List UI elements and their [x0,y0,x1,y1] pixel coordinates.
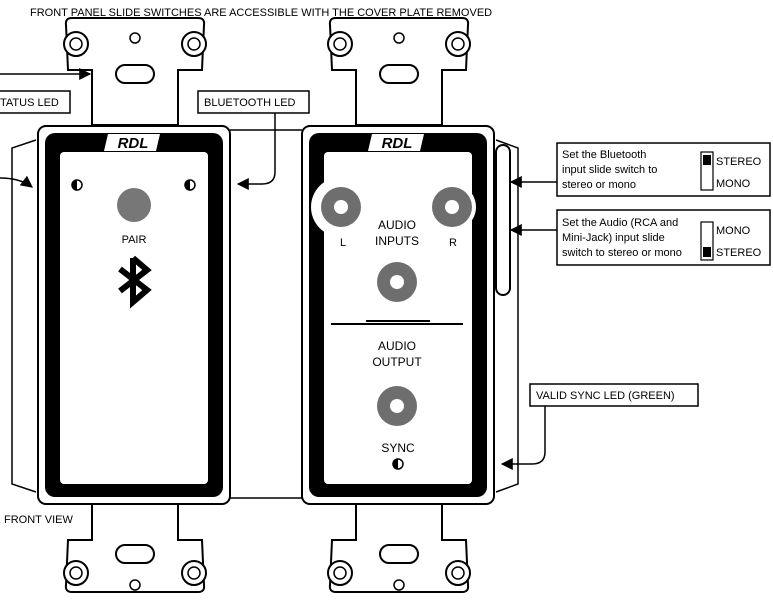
right-side-bracket [495,139,519,493]
audio-option-stereo: STEREO [716,247,762,259]
pair-button[interactable] [117,188,151,222]
audio-output-label-1: AUDIO [378,339,416,353]
slot-hole-icon [379,64,419,84]
mini-jack-input[interactable] [377,262,417,302]
bluetooth-led-callout-box [197,90,310,114]
status-led-icon [71,179,83,191]
bt-option-mono: MONO [716,178,751,190]
sync-led-icon [392,458,404,470]
front-view-label: FRONT VIEW [4,514,73,526]
bt-callout-line3: stereo or mono [562,179,636,191]
bluetooth-led-arrow [236,113,276,190]
slot-hole-icon [115,64,155,84]
audio-switch-callout: Set the Audio (RCA and Mini-Jack) input … [556,209,771,266]
audio-output-jack[interactable] [377,386,417,426]
right-unit: RDL L R AUDIO INPUTS AUDIO OUTPUT SY [301,17,511,593]
audio-option-mono: MONO [716,225,751,237]
audio-callout-line1: Set the Audio (RCA and [562,217,678,229]
left-panel-face [60,152,208,484]
left-side-bracket [11,139,37,493]
audio-inputs-label-1: AUDIO [378,218,416,232]
audio-inputs-label-2: INPUTS [375,234,419,248]
right-panel-face [324,152,472,484]
left-channel-label: L [340,237,346,249]
audio-output-label-2: OUTPUT [372,355,422,369]
left-input-jack[interactable] [311,177,371,237]
slot-hole-icon [115,544,155,564]
right-input-jack[interactable] [428,183,476,231]
audio-slide-switch-icon [700,221,714,261]
left-unit: RDL PAIR [37,17,231,593]
screw-hole-icon [129,32,141,44]
bluetooth-led-callout-text: BLUETOOTH LED [204,97,296,109]
valid-sync-callout-box [529,383,699,407]
right-channel-label: R [449,237,457,249]
bt-callout-line2: input slide switch to [562,164,657,176]
bluetooth-led-icon [184,179,196,191]
slot-hole-icon [379,544,419,564]
bt-option-stereo: STEREO [716,156,762,168]
screw-hole-icon [129,579,141,591]
sync-label: SYNC [381,441,415,455]
status-led-callout-text: TATUS LED [0,97,59,109]
pair-label: PAIR [122,234,147,246]
bluetooth-icon [118,255,152,309]
screw-hole-icon [393,579,405,591]
audio-callout-line3: switch to stereo or mono [562,247,682,259]
valid-sync-callout-text: VALID SYNC LED (GREEN) [536,390,675,402]
right-brand-label: RDL [382,135,413,152]
bt-slide-switch-icon [700,151,714,191]
header-text: FRONT PANEL SLIDE SWITCHES ARE ACCESSIBL… [30,7,492,19]
bt-callout-line1: Set the Bluetooth [562,149,646,161]
side-switch-slot[interactable] [495,144,511,296]
status-led-arrow [0,175,33,188]
left-brand-label: RDL [118,135,149,152]
screw-hole-icon [393,32,405,44]
bluetooth-switch-callout: Set the Bluetooth input slide switch to … [556,142,771,197]
audio-callout-line2: Mini-Jack) input slide [562,232,665,244]
status-led-callout-box [0,90,71,114]
valid-sync-arrow [500,406,546,470]
